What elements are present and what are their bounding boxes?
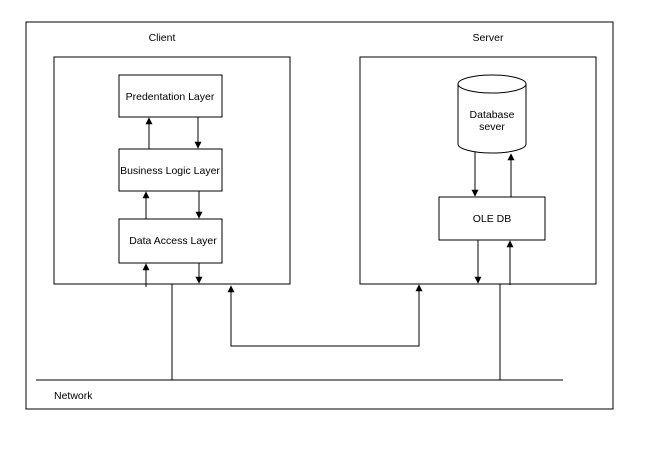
network-label: Network xyxy=(54,390,93,402)
presentation-layer-label: Predentation Layer xyxy=(126,91,215,103)
database-icon xyxy=(457,74,527,154)
client-label: Client xyxy=(149,32,176,44)
ole-db-label: OLE DB xyxy=(473,213,512,225)
data-access-layer-box xyxy=(118,218,223,264)
client-server-link xyxy=(227,284,423,347)
data-access-layer-label: Data Access Layer xyxy=(129,235,217,247)
business-logic-layer-label: Business Logic Layer xyxy=(120,165,220,177)
ole-db-box xyxy=(438,196,546,241)
presentation-layer-box xyxy=(118,74,223,118)
business-logic-layer-box xyxy=(118,148,223,192)
server-label: Server xyxy=(473,32,504,44)
database-label-line1: Database xyxy=(470,109,515,121)
database-label-line2: sever xyxy=(479,121,505,133)
